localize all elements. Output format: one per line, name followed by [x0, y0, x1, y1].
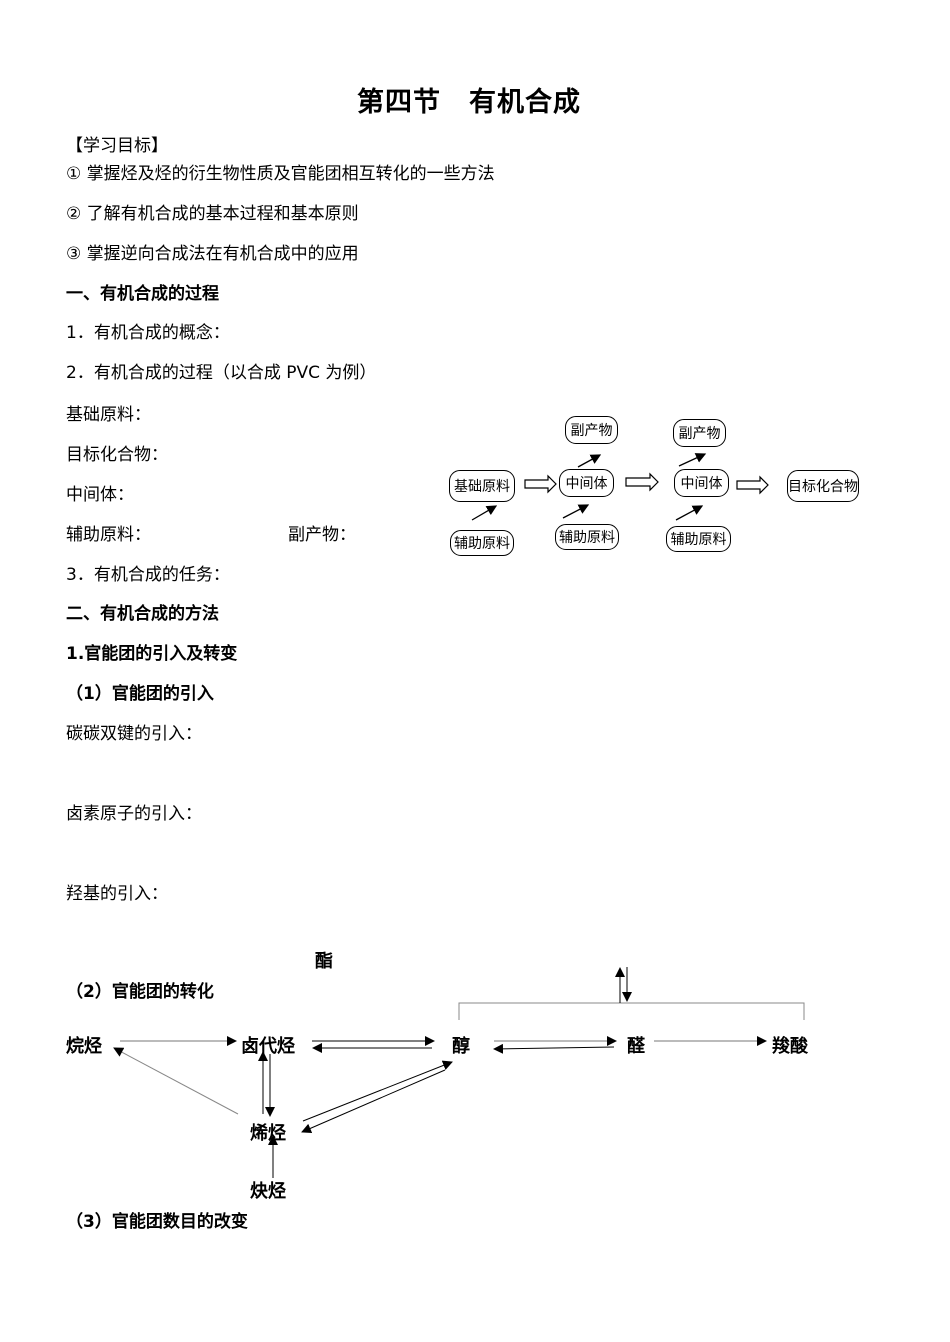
node-alcohol: 醇 [452, 1036, 470, 1057]
page-title: 第四节 有机合成 [357, 87, 581, 118]
section2-sub1-3: （3）官能团数目的改变 [66, 1212, 248, 1232]
flow-auxiliary-material-1: 辅助原料 [450, 530, 514, 556]
flow-basic-material: 基础原料 [449, 470, 515, 502]
flow-byproduct-2: 副产物 [673, 419, 726, 447]
node-alkyne: 炔烃 [250, 1181, 286, 1202]
flow-intermediate-1: 中间体 [559, 469, 614, 497]
section1-item3: 3．有机合成的任务： [66, 565, 230, 585]
flow-auxiliary-material-3: 辅助原料 [666, 526, 731, 552]
node-carboxylic-acid: 羧酸 [772, 1036, 808, 1057]
section2-sub1: 1.官能团的引入及转变 [66, 644, 238, 664]
node-aldehyde: 醛 [627, 1036, 645, 1057]
flow-intermediate-2: 中间体 [674, 469, 729, 497]
section2-sub1-2: （2）官能团的转化 [66, 982, 214, 1002]
label-intermediate: 中间体： [66, 485, 134, 505]
section1-item1: 1．有机合成的概念： [66, 323, 230, 343]
section1-item2: 2．有机合成的过程（以合成 PVC 为例） [66, 363, 377, 383]
label-basic-material: 基础原料： [66, 405, 151, 425]
label-cc-double-bond: 碳碳双键的引入： [66, 724, 202, 744]
section2-sub1-1: （1）官能团的引入 [66, 684, 214, 704]
node-alkane: 烷烃 [66, 1036, 102, 1057]
flow-byproduct-1: 副产物 [565, 416, 618, 444]
section2-heading: 二、有机合成的方法 [66, 604, 219, 624]
section1-heading: 一、有机合成的过程 [66, 284, 219, 304]
label-halogen: 卤素原子的引入： [66, 804, 202, 824]
label-auxiliary-material: 辅助原料： [66, 525, 151, 545]
goal-item-2: ② 了解有机合成的基本过程和基本原则 [66, 204, 359, 224]
label-hydroxyl: 羟基的引入： [66, 884, 168, 904]
goal-item-1: ① 掌握烃及烃的衍生物性质及官能团相互转化的一些方法 [66, 164, 495, 184]
label-byproduct: 副产物： [288, 525, 356, 545]
goal-item-3: ③ 掌握逆向合成法在有机合成中的应用 [66, 244, 359, 264]
node-alkene: 烯烃 [250, 1123, 286, 1144]
flow-auxiliary-material-2: 辅助原料 [555, 524, 619, 550]
goals-heading: 【学习目标】 [66, 136, 168, 156]
node-haloalkane: 卤代烃 [241, 1036, 295, 1057]
node-ester: 酯 [315, 951, 333, 972]
label-target-compound: 目标化合物： [66, 445, 168, 465]
flow-target-compound: 目标化合物 [787, 470, 859, 502]
